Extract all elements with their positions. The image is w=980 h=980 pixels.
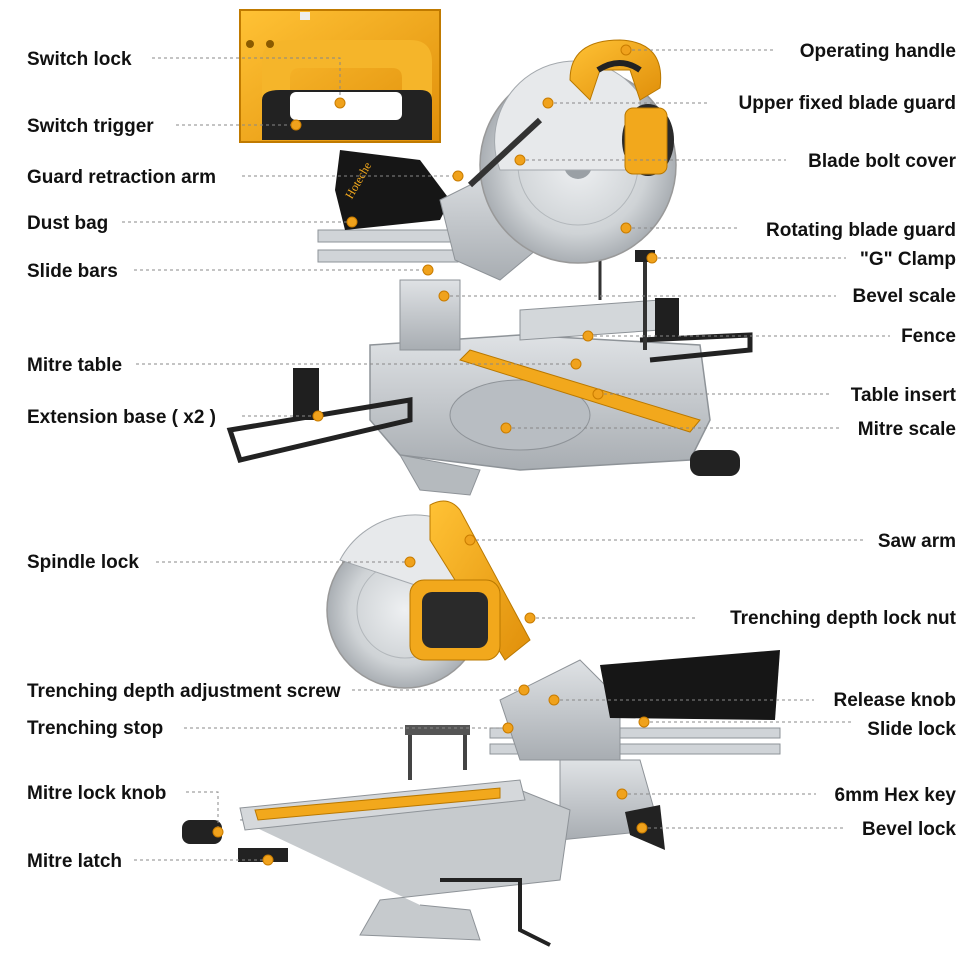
leader-lines bbox=[122, 49, 890, 861]
bottom-saw-illustration bbox=[182, 500, 781, 947]
dot-release-knob bbox=[548, 694, 560, 706]
label-saw-arm: Saw arm bbox=[878, 531, 956, 552]
label-mitre-scale: Mitre scale bbox=[858, 419, 956, 440]
dot-trenching-depth-adjustment-screw bbox=[518, 684, 530, 696]
dot-extension-base bbox=[312, 410, 324, 422]
label-switch-lock: Switch lock bbox=[27, 49, 132, 70]
leader-dots bbox=[212, 44, 658, 866]
label-dust-bag: Dust bag bbox=[27, 213, 108, 234]
switch-closeup-inset bbox=[239, 9, 441, 143]
dot-blade-bolt-cover bbox=[514, 154, 526, 166]
dot-switch-trigger bbox=[290, 119, 302, 131]
label-slide-bars: Slide bars bbox=[27, 261, 118, 282]
dot-mitre-scale bbox=[500, 422, 512, 434]
label-slide-lock: Slide lock bbox=[867, 719, 956, 740]
label-bevel-scale: Bevel scale bbox=[852, 286, 956, 307]
label-spindle-lock: Spindle lock bbox=[27, 552, 139, 573]
label-g-clamp: "G" Clamp bbox=[860, 249, 956, 270]
label-mitre-table: Mitre table bbox=[27, 355, 122, 376]
label-table-insert: Table insert bbox=[851, 385, 957, 406]
dot-rotating-blade-guard bbox=[620, 222, 632, 234]
dot-operating-handle bbox=[620, 44, 632, 56]
label-upper-fixed-blade-guard: Upper fixed blade guard bbox=[739, 93, 956, 114]
dot-mitre-table bbox=[570, 358, 582, 370]
label-mitre-lock-knob: Mitre lock knob bbox=[27, 783, 166, 804]
label-trenching-depth-adjustment-screw: Trenching depth adjustment screw bbox=[27, 681, 341, 702]
dot-table-insert bbox=[592, 388, 604, 400]
dot-fence bbox=[582, 330, 594, 342]
label-bevel-lock: Bevel lock bbox=[862, 819, 956, 840]
label-trenching-stop: Trenching stop bbox=[27, 718, 163, 739]
dot-guard-retraction-arm bbox=[452, 170, 464, 182]
dot-trenching-stop bbox=[502, 722, 514, 734]
dot-switch-lock bbox=[334, 97, 346, 109]
label-hex-key: 6mm Hex key bbox=[835, 785, 957, 806]
dot-trenching-depth-lock-nut bbox=[524, 612, 536, 624]
label-trenching-depth-lock-nut: Trenching depth lock nut bbox=[730, 608, 957, 629]
dot-slide-lock bbox=[638, 716, 650, 728]
dot-bevel-lock bbox=[636, 822, 648, 834]
dot-mitre-lock-knob bbox=[212, 826, 224, 838]
label-operating-handle: Operating handle bbox=[800, 41, 956, 62]
part-labels: Switch lock Switch trigger Guard retract… bbox=[27, 41, 957, 872]
label-extension-base: Extension base ( x2 ) bbox=[27, 407, 216, 428]
label-rotating-blade-guard: Rotating blade guard bbox=[766, 220, 956, 241]
dot-saw-arm bbox=[464, 534, 476, 546]
top-saw-illustration: Hoteche bbox=[226, 39, 753, 496]
dot-bevel-scale bbox=[438, 290, 450, 302]
dot-slide-bars bbox=[422, 264, 434, 276]
dot-dust-bag bbox=[346, 216, 358, 228]
dot-mitre-latch bbox=[262, 854, 274, 866]
dot-hex-key bbox=[616, 788, 628, 800]
dot-spindle-lock bbox=[404, 556, 416, 568]
label-blade-bolt-cover: Blade bolt cover bbox=[808, 151, 956, 172]
dot-upper-fixed-blade-guard bbox=[542, 97, 554, 109]
label-fence: Fence bbox=[901, 326, 956, 347]
dot-g-clamp bbox=[646, 252, 658, 264]
label-mitre-latch: Mitre latch bbox=[27, 851, 122, 872]
label-switch-trigger: Switch trigger bbox=[27, 116, 154, 137]
label-guard-retraction-arm: Guard retraction arm bbox=[27, 167, 216, 188]
label-release-knob: Release knob bbox=[834, 690, 957, 711]
